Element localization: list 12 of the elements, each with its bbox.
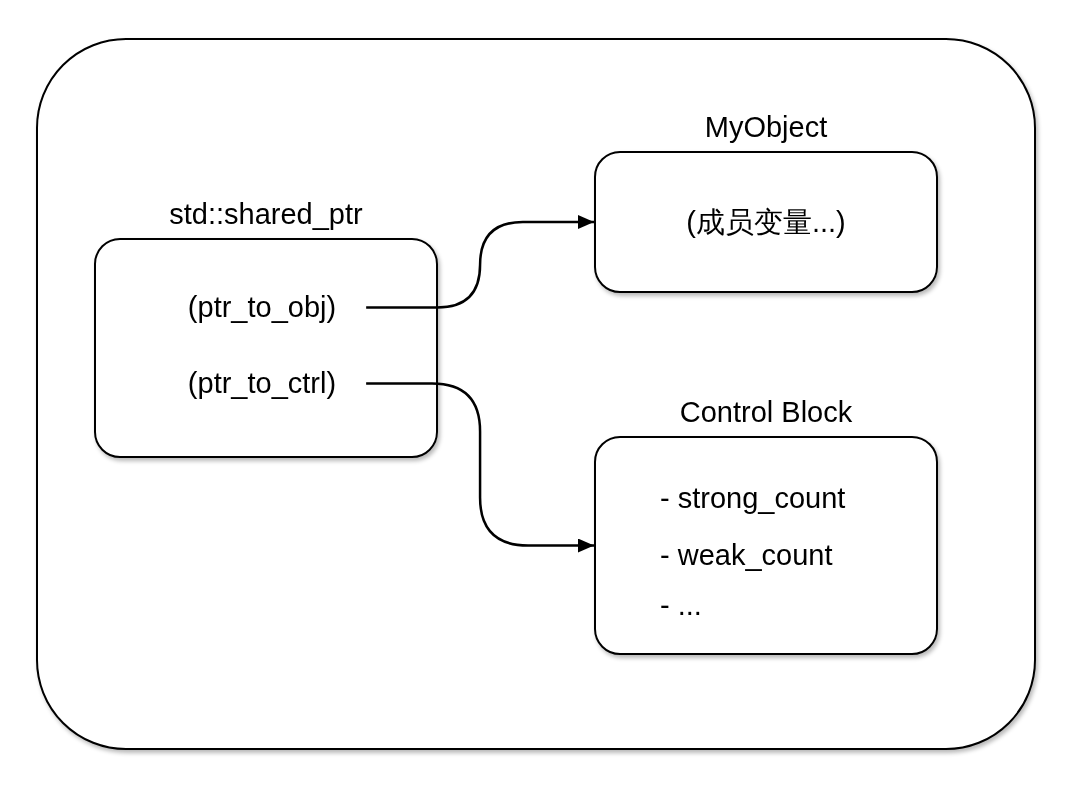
curved-arrow: [366, 215, 594, 309]
list-item: - strong_count: [660, 481, 846, 516]
box-title: MyObject: [704, 110, 828, 145]
member-text: (成员变量...): [686, 204, 846, 240]
box-title: std::shared_ptr: [169, 197, 363, 232]
box-title: Control Block: [679, 395, 853, 430]
curved-arrow: [366, 382, 594, 553]
list-item: - weak_count: [660, 538, 833, 573]
field-label: (ptr_to_obj): [187, 290, 337, 325]
list-item: - ...: [660, 588, 702, 623]
outer-frame: [36, 38, 1036, 750]
field-label: (ptr_to_ctrl): [187, 366, 337, 401]
